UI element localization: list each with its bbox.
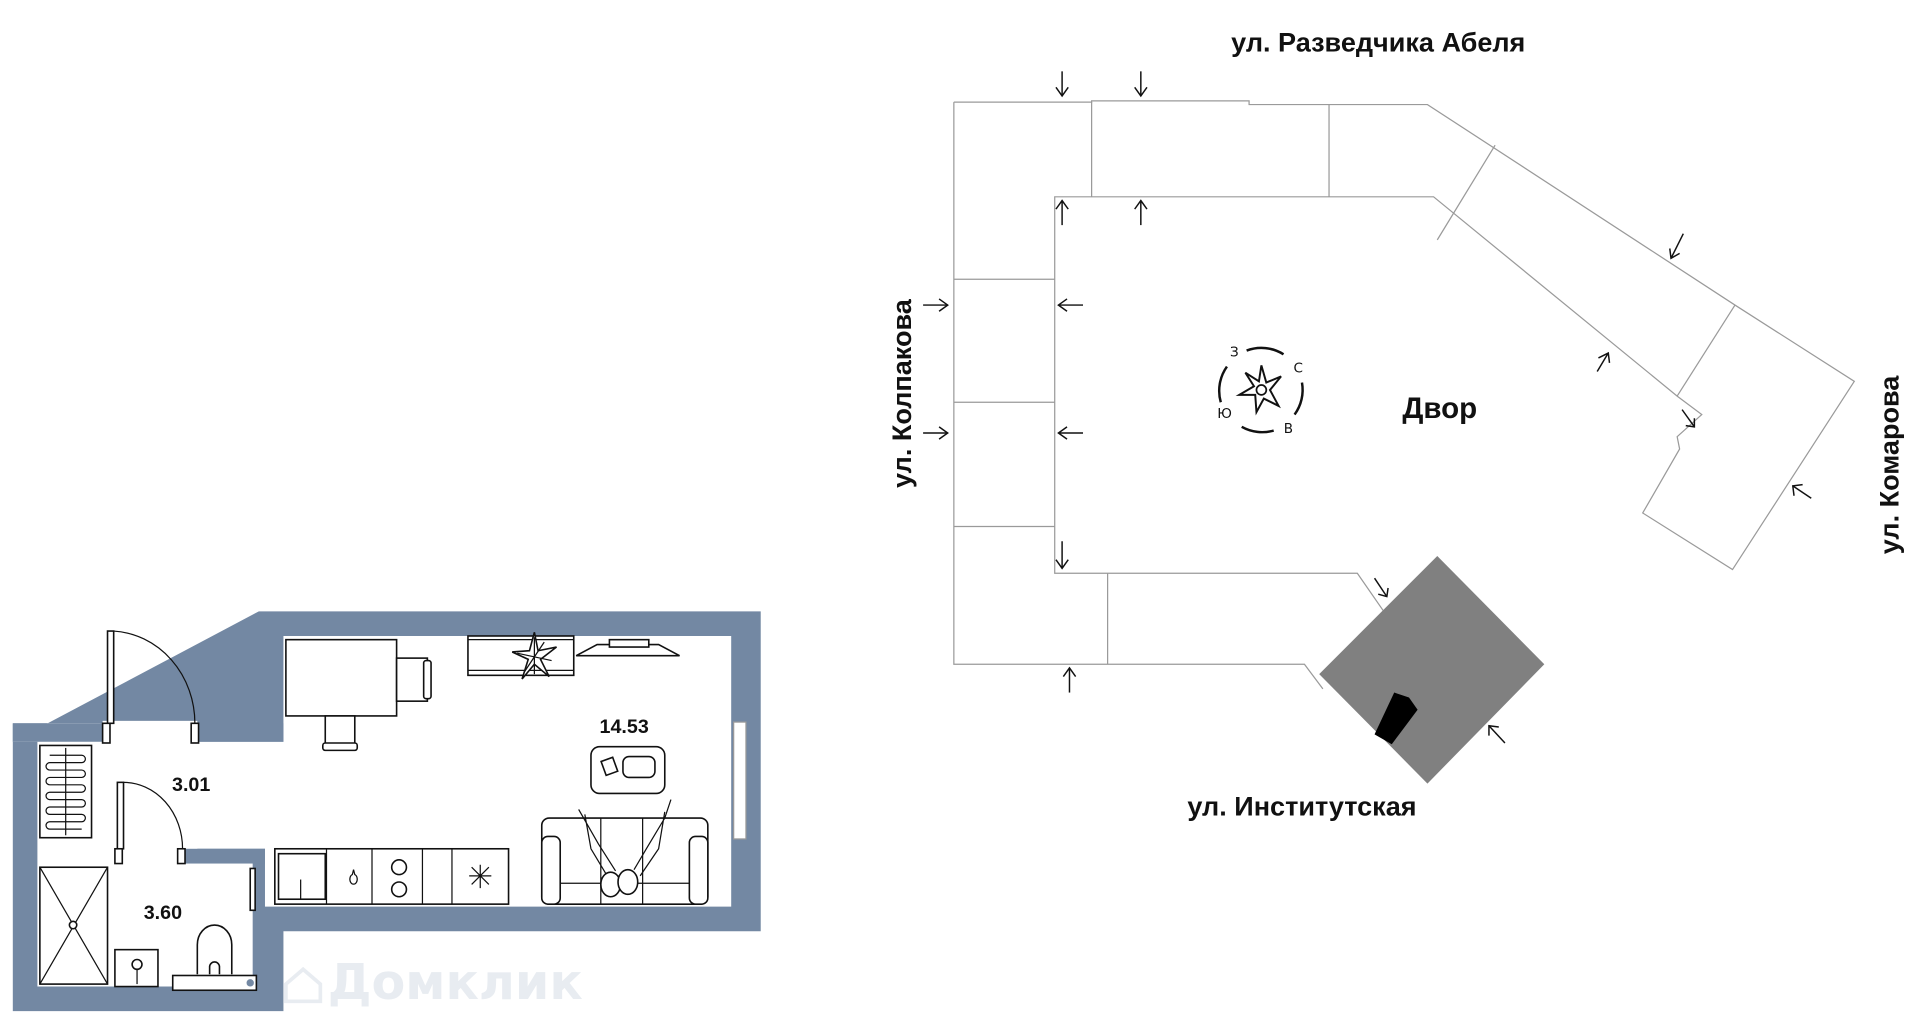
room-area-bathroom: 3.60: [144, 902, 182, 924]
room-area-hallway: 3.01: [172, 774, 210, 796]
yard-label: Двор: [1402, 392, 1477, 425]
arrow-icon: [1055, 71, 1069, 98]
washbasin-icon: [114, 948, 159, 988]
shower-icon: [39, 866, 109, 985]
arrow-icon: [923, 426, 949, 440]
site-plan: ул. Разведчика Абеля ул. Колпакова ул. К…: [887, 28, 1905, 822]
compass-icon: С В Ю З: [1217, 345, 1304, 437]
arrow-icon: [1134, 71, 1148, 98]
people-icon: [578, 799, 672, 898]
coffee-table-icon: [590, 745, 666, 795]
entrance-door[interactable]: [101, 630, 200, 744]
compass-north: С: [1294, 361, 1303, 377]
bath-opening: [114, 846, 183, 867]
arrow-icon: [1373, 577, 1389, 598]
arrow-icon: [1596, 351, 1611, 372]
toilet-icon: [196, 924, 233, 975]
window: [733, 721, 747, 840]
wall-segment: [182, 848, 265, 864]
plant-icon: [511, 632, 558, 680]
drain-icon: [246, 979, 254, 987]
tv-icon: [575, 638, 680, 657]
compass-south: Ю: [1217, 406, 1232, 422]
entrance-arrows: [923, 71, 1812, 744]
arrow-icon: [1062, 666, 1077, 693]
street-label-left: ул. Колпакова: [887, 298, 917, 488]
arrow-icon: [1055, 199, 1069, 226]
sofa-icon: [540, 817, 709, 905]
arrow-icon: [1669, 233, 1684, 260]
kitchen-unit-icon: [274, 847, 510, 905]
unit-marker: [1374, 692, 1418, 745]
bathroom-door[interactable]: [114, 781, 186, 865]
watermark: Домклик: [284, 953, 583, 1011]
building-outline: [953, 100, 1856, 690]
arrow-icon: [1055, 541, 1069, 570]
compass-west: З: [1230, 345, 1239, 361]
floor-plan: 14.53 3.01 3.60: [12, 611, 761, 1012]
snowflake-icon: [469, 864, 492, 889]
entrance-opening: [102, 720, 198, 745]
room-area-living: 14.53: [600, 716, 649, 738]
street-label-bottom: ул. Институтская: [1187, 792, 1416, 822]
watermark-text: Домклик: [328, 953, 583, 1011]
tv-stand-icon: [467, 635, 575, 677]
dining-table-icon: [285, 638, 432, 752]
street-label-top: ул. Разведчика Абеля: [1231, 28, 1525, 58]
arrow-icon: [1057, 426, 1084, 440]
compass-east: В: [1284, 421, 1293, 437]
street-label-right: ул. Комарова: [1875, 375, 1905, 555]
arrow-icon: [1681, 409, 1696, 428]
arrow-icon: [1791, 483, 1812, 499]
selected-section[interactable]: [1319, 556, 1545, 784]
arrow-icon: [923, 298, 949, 312]
wall-segment: [197, 723, 284, 742]
arrow-icon: [1134, 199, 1148, 226]
towel-rail-icon: [249, 867, 256, 912]
arrow-icon: [1057, 298, 1084, 312]
bathtub-edge: [171, 974, 258, 992]
walls: [12, 611, 761, 1012]
wall-segment: [12, 723, 103, 742]
arrow-icon: [1488, 724, 1506, 744]
radiator-icon: [39, 744, 93, 839]
